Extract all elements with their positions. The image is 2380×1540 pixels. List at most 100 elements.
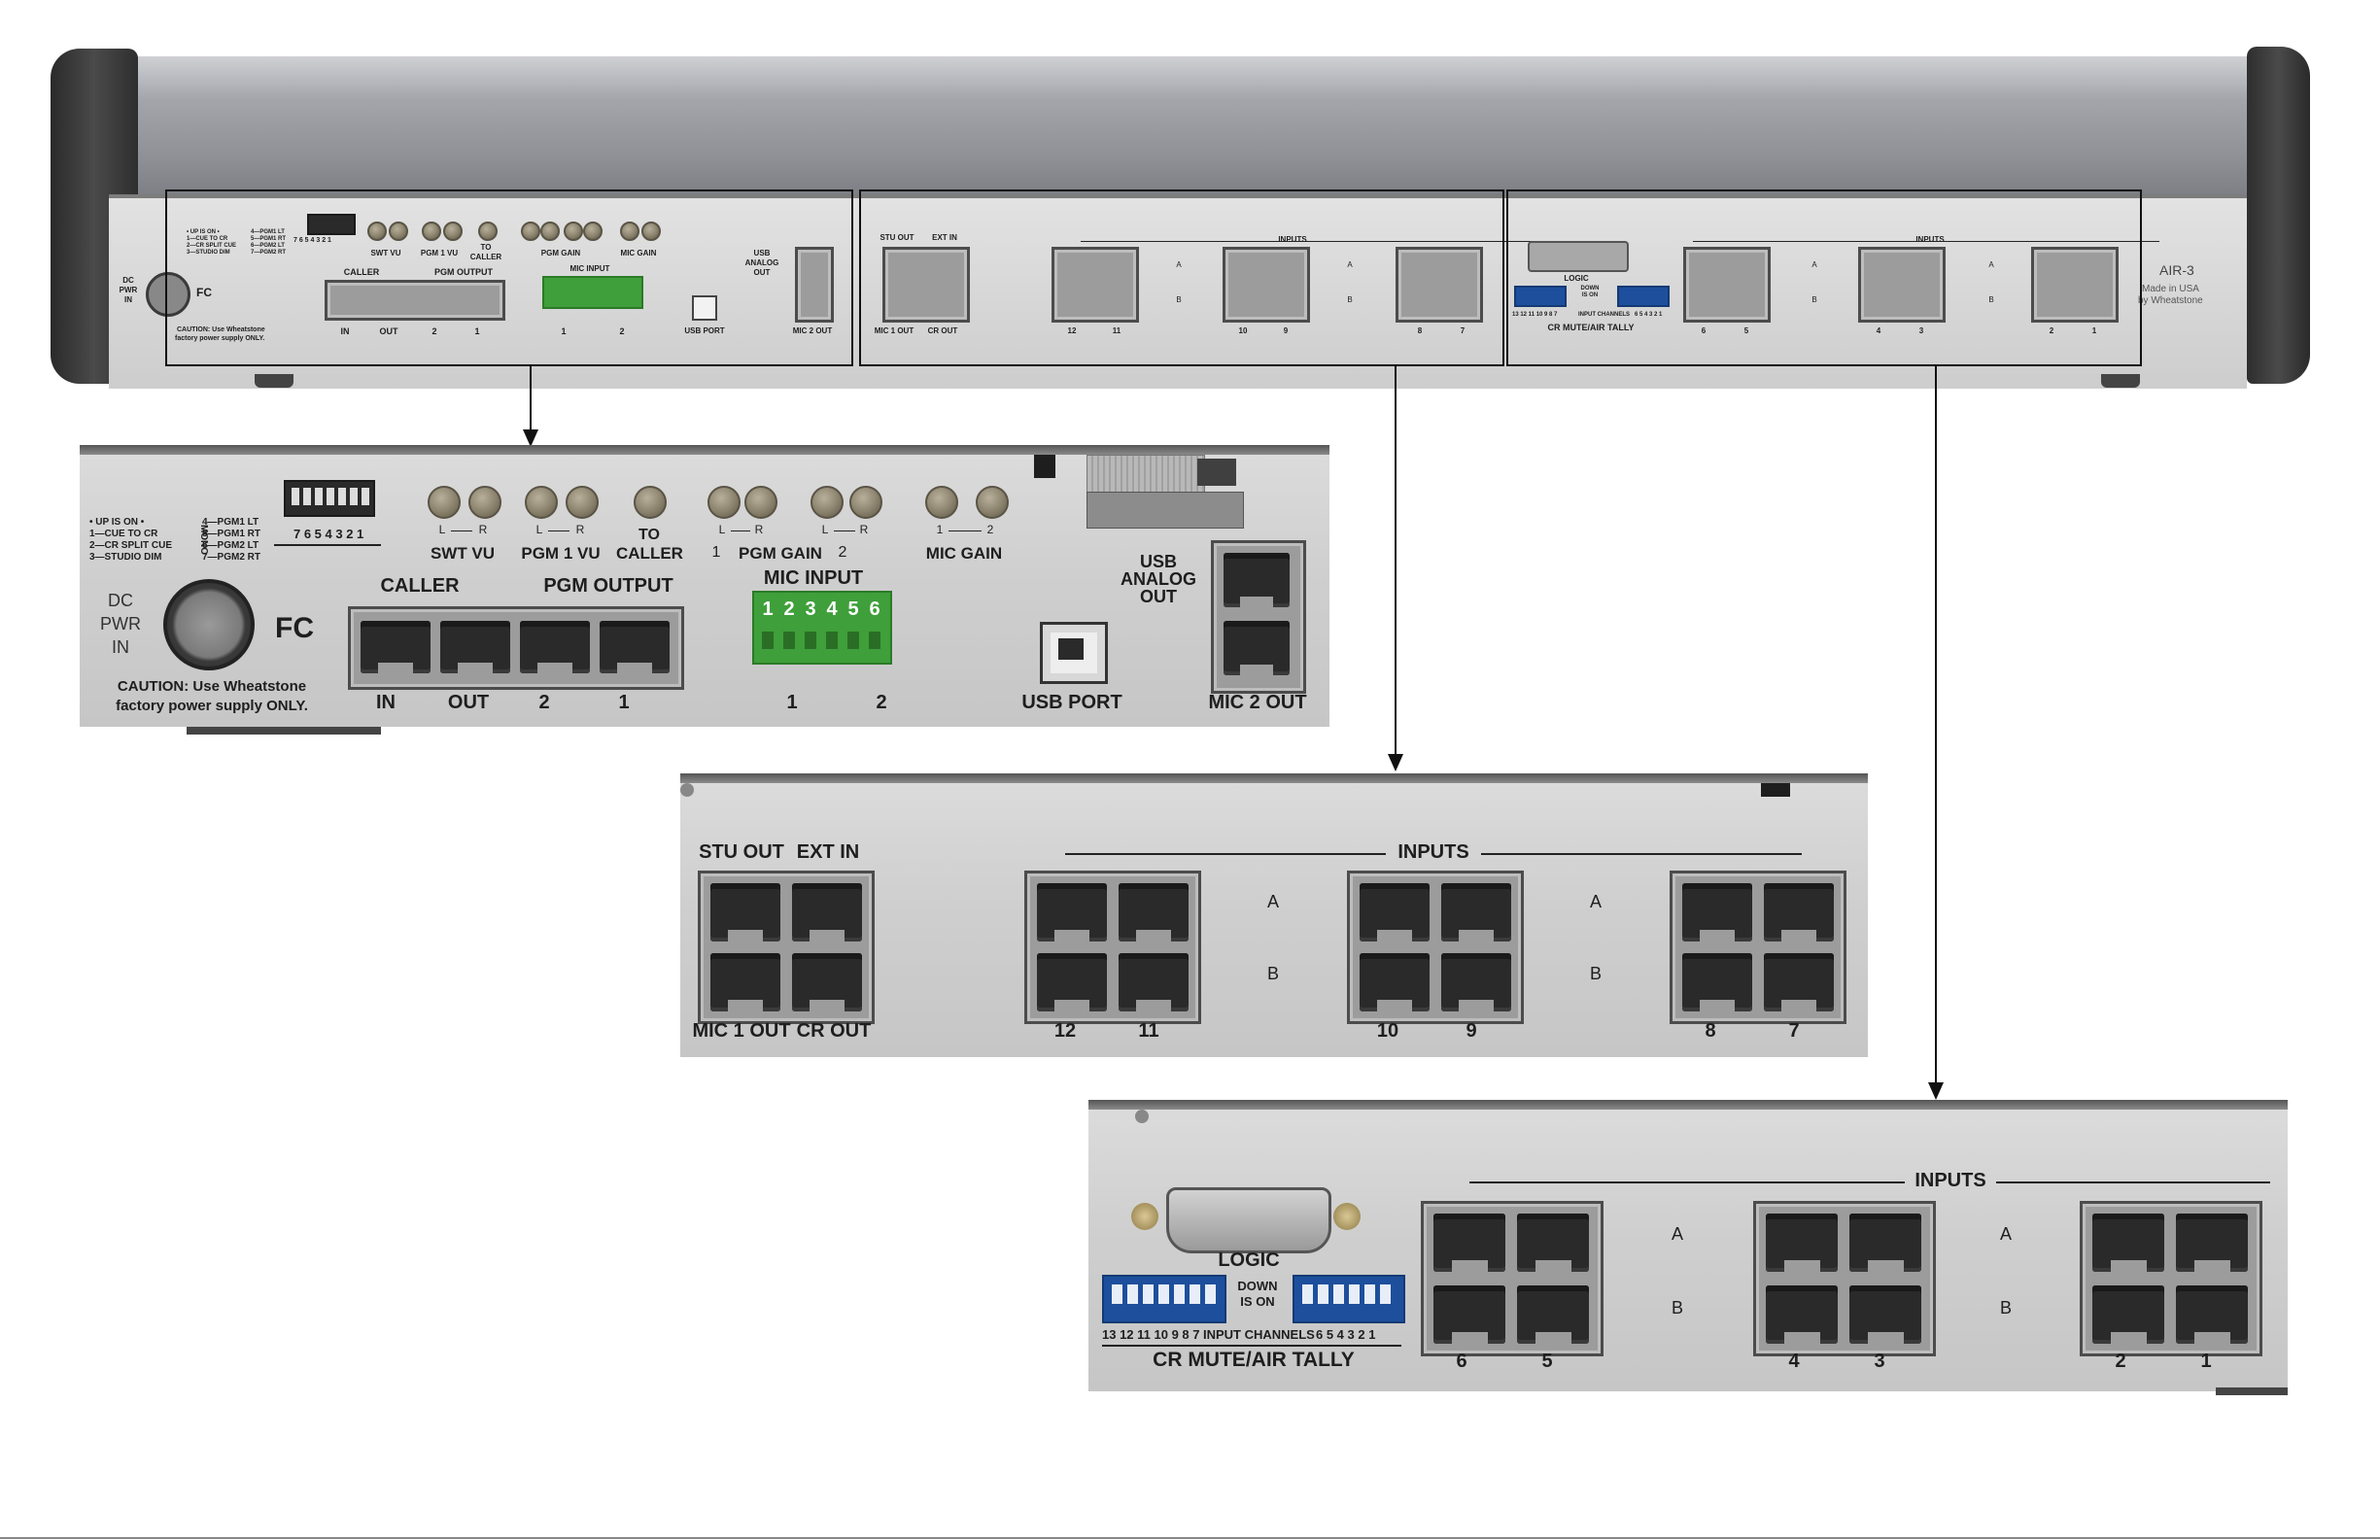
mini-pgm1-vu-r xyxy=(443,222,463,241)
mini-right-a2: A xyxy=(1988,260,1994,269)
pgm-gain-2l-label: L xyxy=(821,523,829,536)
mini-usb-port-label: USB PORT xyxy=(684,326,725,335)
pgm1-vu-r-trim[interactable] xyxy=(566,486,599,519)
rj45-input-6b[interactable] xyxy=(1433,1285,1505,1345)
rj45-caller-out[interactable] xyxy=(440,621,510,674)
rj45-input-5b[interactable] xyxy=(1517,1285,1589,1345)
rj45-input-7b[interactable] xyxy=(1764,953,1834,1012)
mini-mid-a1: A xyxy=(1176,260,1182,269)
pgm1-vu-label: PGM 1 VU xyxy=(521,544,601,563)
pgm-gain-2l-trim[interactable] xyxy=(811,486,844,519)
dip-legend-2: 1—CUE TO CR xyxy=(89,529,158,539)
mini-cr-mute: CR MUTE/AIR TALLY xyxy=(1547,323,1635,332)
mic-gain-2-trim[interactable] xyxy=(976,486,1009,519)
rj45-pgm-2[interactable] xyxy=(520,621,590,674)
pgm1-vu-l-trim[interactable] xyxy=(525,486,558,519)
mini-dip-legend-3: 2—CR SPLIT CUE xyxy=(187,243,237,249)
rj45-input-12a[interactable] xyxy=(1037,883,1107,942)
dc-power-connector[interactable] xyxy=(163,579,255,670)
rj45-input-11a[interactable] xyxy=(1119,883,1189,942)
callout-box-left xyxy=(165,189,853,366)
swt-vu-r-trim[interactable] xyxy=(468,486,501,519)
rj45-mic1-out[interactable] xyxy=(710,953,780,1012)
rj45-input-10b[interactable] xyxy=(1360,953,1430,1012)
mic-gain-2-label: 2 xyxy=(986,523,994,536)
to-caller-label-2: CALLER xyxy=(616,544,683,563)
mini-mic-in-1: 1 xyxy=(561,326,567,336)
rj45-input-9a[interactable] xyxy=(1441,883,1511,942)
usb-port[interactable] xyxy=(1040,622,1108,684)
inputs-label: INPUTS xyxy=(1397,841,1469,863)
mini-mid-inputs-rule xyxy=(1081,241,1547,242)
rj45-pgm-1[interactable] xyxy=(600,621,670,674)
rj45-input-5a[interactable] xyxy=(1517,1214,1589,1273)
rj45-input-11b[interactable] xyxy=(1119,953,1189,1012)
maker-label: by Wheatstone xyxy=(2138,295,2203,306)
rj45-input-2a[interactable] xyxy=(2092,1214,2164,1273)
arrow-middle-head xyxy=(1388,754,1403,771)
mic-gain-1-trim[interactable] xyxy=(925,486,958,519)
fc-mark: FC xyxy=(275,612,314,644)
usb-port-inner xyxy=(1058,638,1084,660)
rj45-stu-out[interactable] xyxy=(710,883,780,942)
rj45-input-3a[interactable] xyxy=(1849,1214,1921,1273)
rj45-input-3b[interactable] xyxy=(1849,1285,1921,1345)
mini-dc-connector xyxy=(146,272,190,317)
rj45-input-9b[interactable] xyxy=(1441,953,1511,1012)
rj45-input-4a[interactable] xyxy=(1766,1214,1838,1273)
rj45-input-8b[interactable] xyxy=(1682,953,1752,1012)
swt-vu-l-trim[interactable] xyxy=(428,486,461,519)
rj45-label-in: IN xyxy=(376,692,396,713)
right-endcap xyxy=(2247,47,2310,384)
dc-pwr-label-3: IN xyxy=(112,637,129,657)
pgm-gain-1r-trim[interactable] xyxy=(744,486,777,519)
arrow-right-line xyxy=(1935,364,1937,1088)
rj45-caller-in[interactable] xyxy=(361,621,431,674)
input-4-label: 4 xyxy=(1788,1351,1800,1372)
mic-input-terminal[interactable]: 1 2 3 4 5 6 xyxy=(752,591,892,665)
to-caller-trim[interactable] xyxy=(634,486,667,519)
rj45-input-7a[interactable] xyxy=(1764,883,1834,942)
rj45-input-12b[interactable] xyxy=(1037,953,1107,1012)
mini-logic-connector xyxy=(1528,241,1629,272)
rj45-input-2b[interactable] xyxy=(2092,1285,2164,1345)
caution-line-1: CAUTION: Use Wheatstone xyxy=(117,678,307,695)
pgm-gain-2r-trim[interactable] xyxy=(849,486,882,519)
mic-gain-label: MIC GAIN xyxy=(925,544,1003,563)
ext-in-label: EXT IN xyxy=(796,841,860,863)
rj45-usb-analog-out[interactable] xyxy=(1224,553,1290,608)
input-11-label: 11 xyxy=(1138,1020,1159,1042)
mini-to-caller xyxy=(478,222,498,241)
input-3-label: 3 xyxy=(1874,1351,1885,1372)
rj45-input-8a[interactable] xyxy=(1682,883,1752,942)
rj45-input-1a[interactable] xyxy=(2176,1214,2248,1273)
mini-channels-left: 13 12 11 10 9 8 7 xyxy=(1512,312,1558,318)
rj45-input-4b[interactable] xyxy=(1766,1285,1838,1345)
mini-mid-7: 7 xyxy=(1460,326,1466,335)
rj45-cr-out[interactable] xyxy=(792,953,862,1012)
cr-mute-air-tally-label: CR MUTE/AIR TALLY xyxy=(1153,1349,1355,1371)
rj45-mic2-out[interactable] xyxy=(1224,621,1290,676)
rj45-input-1b[interactable] xyxy=(2176,1285,2248,1345)
pgm-gain-1-dash xyxy=(731,530,750,531)
input-10-label: 10 xyxy=(1376,1020,1399,1042)
cr-mute-dip-left[interactable] xyxy=(1102,1275,1226,1323)
panel-top-edge xyxy=(680,773,1868,783)
dc-pwr-label-1: DC xyxy=(108,591,133,610)
panel-bottom-shadow xyxy=(187,727,381,735)
mini-pgm-gain-1r xyxy=(540,222,560,241)
inputs-rule-left xyxy=(1065,853,1386,855)
rj45-ext-in[interactable] xyxy=(792,883,862,942)
mini-pgm-gain-2l xyxy=(564,222,583,241)
mini-dip-legend-r1: 4—PGM1 LT xyxy=(251,229,285,235)
pgm-gain-1l-trim[interactable] xyxy=(707,486,741,519)
mini-right-6: 6 xyxy=(1701,326,1707,335)
cr-mute-dip-right[interactable] xyxy=(1293,1275,1405,1323)
rj45-input-6a[interactable] xyxy=(1433,1214,1505,1273)
rj45-input-10a[interactable] xyxy=(1360,883,1430,942)
mini-dip-legend-r2: 5—PGM1 RT xyxy=(251,236,287,242)
mini-mic-gain-1 xyxy=(620,222,639,241)
logic-connector[interactable] xyxy=(1131,1187,1361,1253)
channels-underline xyxy=(1102,1345,1401,1347)
mic-terminal-5: 5 xyxy=(847,599,859,620)
